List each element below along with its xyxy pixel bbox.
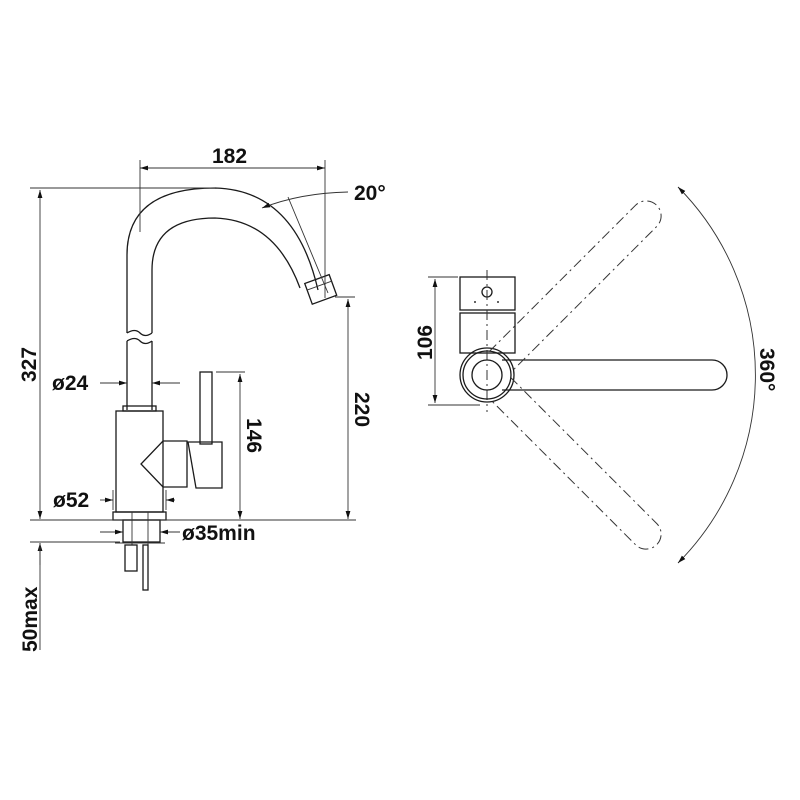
base-plate bbox=[112, 511, 167, 521]
dim-20deg-label: 20° bbox=[354, 182, 386, 205]
faucet-body bbox=[115, 410, 164, 513]
lever-handle bbox=[199, 371, 213, 445]
dim-327-label: 327 bbox=[18, 347, 41, 382]
stem bbox=[126, 341, 153, 410]
spout-inner bbox=[151, 217, 301, 333]
dim-50max-label: 50max bbox=[19, 586, 42, 652]
stem-collar bbox=[122, 405, 157, 412]
base-ring bbox=[459, 347, 515, 403]
side-view: 182 20° 327 ø24 146 220 ø52 ø35min bbox=[18, 145, 386, 652]
dim-106-label: 106 bbox=[414, 325, 437, 360]
dim-220-label: 220 bbox=[350, 392, 373, 427]
rotation-arc bbox=[677, 186, 756, 564]
dim-360deg-label: 360° bbox=[755, 348, 778, 391]
dim-o24-label: ø24 bbox=[52, 372, 89, 395]
angle-arc-20 bbox=[261, 191, 349, 209]
dim-o35min-label: ø35min bbox=[182, 522, 256, 545]
nozzle bbox=[303, 273, 338, 306]
spout-position-left bbox=[488, 200, 662, 374]
spout-position-center bbox=[502, 359, 728, 391]
top-view: 106 360° bbox=[414, 186, 778, 564]
spout-outline bbox=[126, 187, 319, 333]
spout-position-right bbox=[488, 376, 662, 550]
dim-o52-label: ø52 bbox=[53, 489, 89, 512]
dim-146-label: 146 bbox=[242, 418, 265, 453]
break-line bbox=[126, 329, 153, 345]
dim-182-label: 182 bbox=[212, 145, 247, 168]
lever-body bbox=[187, 441, 223, 489]
cartridge-cone bbox=[140, 440, 188, 488]
mounting-fittings bbox=[115, 512, 165, 591]
